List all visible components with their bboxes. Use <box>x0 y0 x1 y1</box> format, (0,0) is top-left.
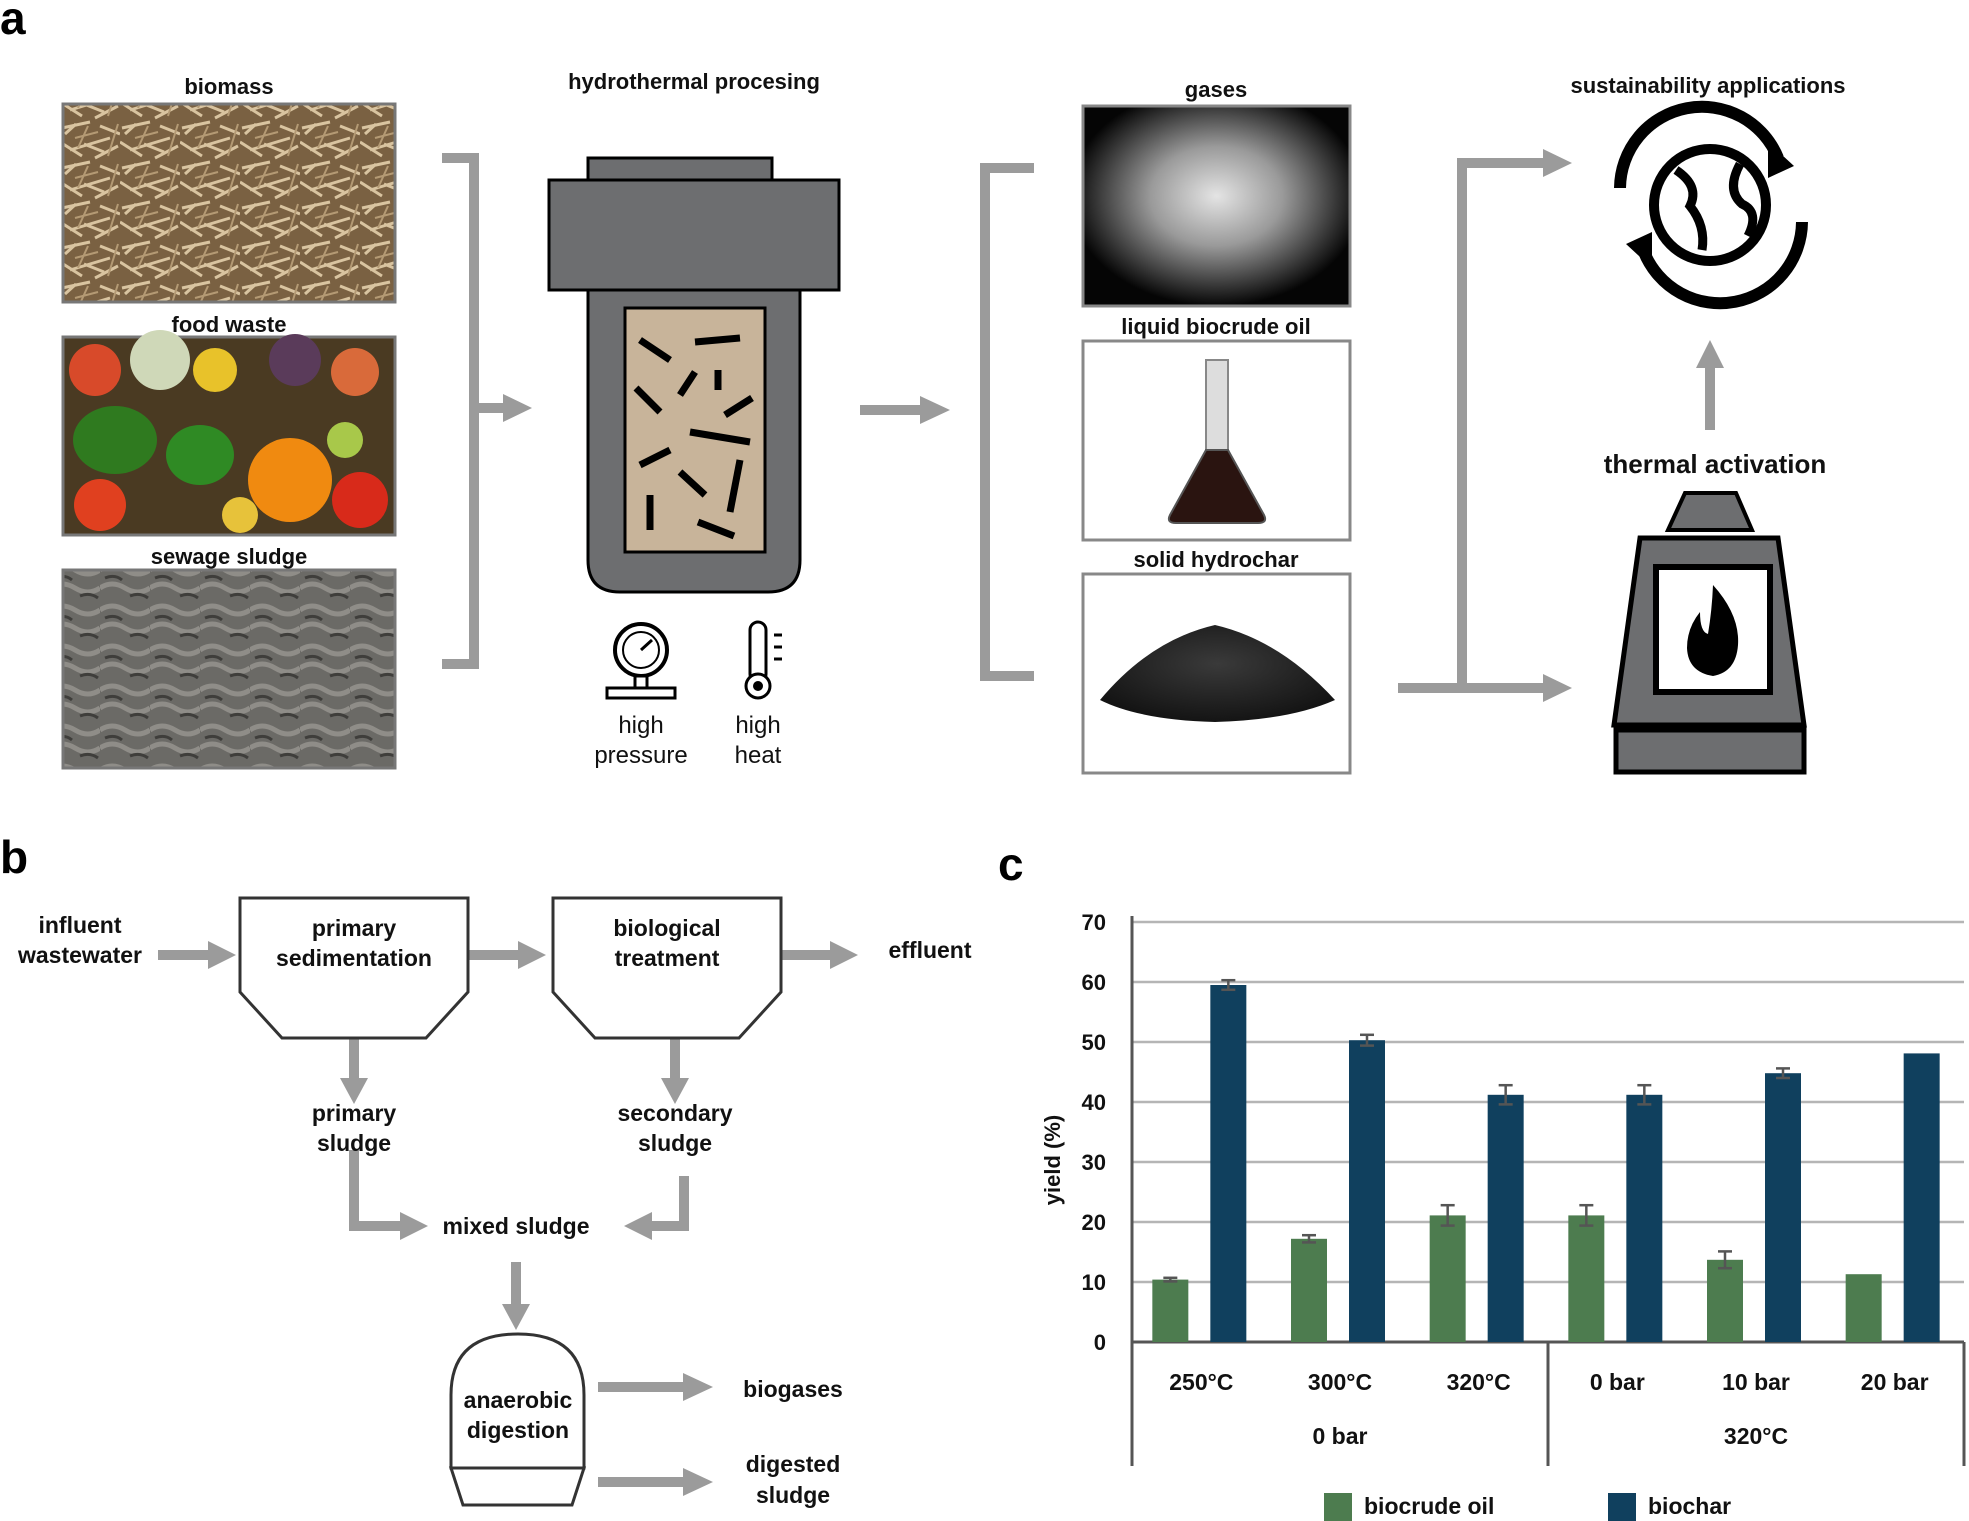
biomass-photo <box>61 102 397 304</box>
influent-label-1: influent <box>38 912 121 938</box>
liquid-photo <box>1081 339 1352 542</box>
biological-treatment-label-1: biological <box>613 915 720 941</box>
gases-label: gases <box>1185 77 1247 102</box>
bar-biochar <box>1210 985 1247 1342</box>
panel-label-b: b <box>0 831 28 883</box>
yield-bar-chart: 0 10 20 30 40 50 60 70 250°C 300°C 320°C 0 bar 10 ba… <box>1082 910 1966 1521</box>
bar-biocrude-oil <box>1707 1259 1743 1342</box>
reactor-to-outputs-arrow <box>860 396 950 424</box>
y-tick-label: 20 <box>1082 1210 1106 1235</box>
secondary-sludge-label-2: sludge <box>638 1130 712 1156</box>
biomass-label: biomass <box>184 74 273 99</box>
pressure-label-1: high <box>618 712 663 739</box>
x-tick-label: 250°C <box>1169 1369 1233 1395</box>
char-to-applications-arrows <box>1398 149 1724 702</box>
bar-biocrude-oil <box>1568 1215 1605 1342</box>
legend-swatch-biochar <box>1608 1493 1636 1521</box>
solid-label: solid hydrochar <box>1133 547 1298 572</box>
bar-biocrude-oil <box>1429 1215 1466 1342</box>
group-label: 320°C <box>1724 1423 1788 1449</box>
pressure-label-2: pressure <box>594 742 687 769</box>
group-label: 0 bar <box>1313 1423 1368 1449</box>
food-waste-label: food waste <box>172 312 287 337</box>
thermometer-icon <box>744 620 782 700</box>
kiln-icon <box>1611 491 1807 775</box>
thermal-activation-label: thermal activation <box>1604 449 1827 479</box>
bar-biocrude-oil <box>1291 1238 1327 1342</box>
primary-sedimentation-label-1: primary <box>312 915 397 941</box>
digested-label-2: sludge <box>756 1482 830 1508</box>
food-waste-photo <box>61 330 397 537</box>
y-tick-label: 40 <box>1082 1090 1106 1115</box>
primary-sludge-label-1: primary <box>312 1100 397 1126</box>
process-title: hydrothermal procesing <box>568 69 820 94</box>
bar-biochar <box>1903 1053 1940 1342</box>
bar-biochar <box>1765 1073 1801 1342</box>
x-tick-label: 0 bar <box>1590 1369 1645 1395</box>
primary-sedimentation-tank <box>238 896 470 1040</box>
mixed-sludge-label: mixed sludge <box>443 1213 590 1239</box>
legend-label-biocrude-oil: biocrude oil <box>1364 1493 1494 1519</box>
heat-label-1: high <box>735 712 780 739</box>
primary-sedimentation-label-2: sedimentation <box>276 945 432 971</box>
anaerobic-digester <box>448 1332 587 1507</box>
primary-sludge-label-2: sludge <box>317 1130 391 1156</box>
sustainability-label: sustainability applications <box>1570 73 1845 98</box>
output-bracket <box>980 163 1034 681</box>
x-tick-label: 300°C <box>1308 1369 1372 1395</box>
digested-label-1: digested <box>746 1451 841 1477</box>
bar-biochar <box>1487 1094 1524 1342</box>
x-tick-label: 320°C <box>1447 1369 1511 1395</box>
legend-swatch-biocrude-oil <box>1324 1493 1352 1521</box>
y-tick-label: 10 <box>1082 1270 1106 1295</box>
input-bracket <box>442 153 532 669</box>
legend-label-biochar: biochar <box>1648 1493 1731 1519</box>
bar-biocrude-oil <box>1845 1274 1882 1342</box>
sewage-sludge-label: sewage sludge <box>151 544 308 569</box>
influent-label-2: wastewater <box>17 942 142 968</box>
panel-b-arrows <box>158 941 858 1496</box>
biological-treatment-tank <box>551 896 783 1040</box>
biogases-label: biogases <box>743 1376 843 1402</box>
y-tick-label: 50 <box>1082 1030 1106 1055</box>
reactor-icon <box>547 156 841 594</box>
secondary-sludge-label-1: secondary <box>617 1100 732 1126</box>
y-tick-label: 30 <box>1082 1150 1106 1175</box>
effluent-label: effluent <box>888 937 971 963</box>
y-tick-label: 60 <box>1082 970 1106 995</box>
solid-photo <box>1081 572 1352 775</box>
y-axis-label: yield (%) <box>1040 1115 1065 1205</box>
y-tick-label: 0 <box>1094 1330 1106 1355</box>
heat-label-2: heat <box>735 742 782 769</box>
bar-biochar <box>1626 1094 1663 1342</box>
x-tick-label: 20 bar <box>1861 1369 1929 1395</box>
sewage-sludge-photo <box>61 568 397 770</box>
gases-photo <box>1081 104 1352 308</box>
panel-label-a: a <box>0 0 26 44</box>
recycle-globe-icon <box>1614 100 1808 310</box>
anaerobic-label-1: anaerobic <box>464 1387 573 1413</box>
y-tick-label: 70 <box>1082 910 1106 935</box>
panel-label-c: c <box>998 838 1024 890</box>
anaerobic-label-2: digestion <box>467 1417 569 1443</box>
x-tick-label: 10 bar <box>1722 1369 1790 1395</box>
bar-biochar <box>1349 1040 1385 1342</box>
liquid-label: liquid biocrude oil <box>1121 314 1310 339</box>
biological-treatment-label-2: treatment <box>615 945 720 971</box>
pressure-gauge-icon <box>605 622 677 700</box>
bar-biocrude-oil <box>1152 1279 1189 1342</box>
